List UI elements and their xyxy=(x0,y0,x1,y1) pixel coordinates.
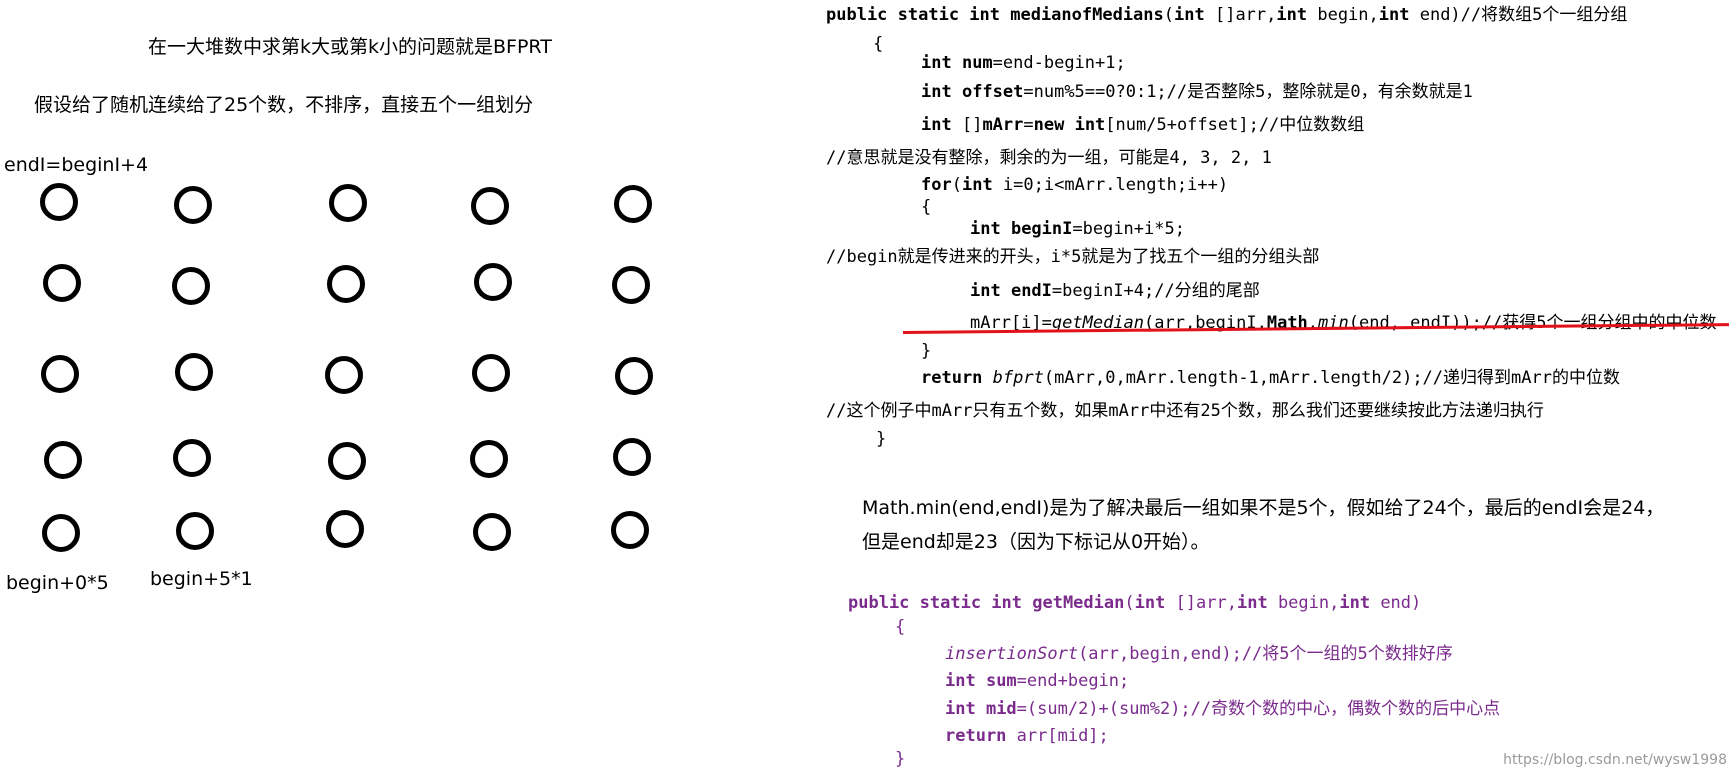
code1-line8: { xyxy=(921,197,932,217)
number-circle xyxy=(175,353,213,391)
code1-line7: for(int i=0;i<mArr.length;i++) xyxy=(921,175,1229,195)
number-circle xyxy=(172,267,210,305)
code1-line16: } xyxy=(876,429,887,449)
begin-label-1: begin+5*1 xyxy=(150,568,253,590)
number-circle xyxy=(470,440,508,478)
number-circle xyxy=(611,511,649,549)
watermark: https://blog.csdn.net/wysw1998 xyxy=(1503,752,1727,768)
number-circle xyxy=(176,512,214,550)
code2-line6: return arr[mid]; xyxy=(945,726,1109,746)
number-circle xyxy=(43,264,81,302)
number-circle xyxy=(615,357,653,395)
code1-line3: int num=end-begin+1; xyxy=(921,53,1126,73)
number-circle xyxy=(472,354,510,392)
code1-line11: int endI=beginI+4;//分组的尾部 xyxy=(970,281,1260,301)
end-label: endI=beginI+4 xyxy=(4,154,149,176)
number-circle xyxy=(329,184,367,222)
code1-line14: return bfprt(mArr,0,mArr.length-1,mArr.l… xyxy=(921,368,1620,388)
code1-line15: //这个例子中mArr只有五个数，如果mArr中还有25个数，那么我们还要继续按… xyxy=(826,401,1544,421)
number-circle xyxy=(174,186,212,224)
code1-line6: //意思就是没有整除，剩余的为一组，可能是4, 3, 2, 1 xyxy=(826,148,1272,168)
code1-line10: //begin就是传进来的开头，i*5就是为了找五个一组的分组头部 xyxy=(826,247,1320,267)
number-circle xyxy=(613,438,651,476)
number-circle xyxy=(614,185,652,223)
number-circle xyxy=(326,510,364,548)
code1-line4: int offset=num%5==0?0:1;//是否整除5，整除就是0，有余… xyxy=(921,82,1473,102)
number-circle xyxy=(328,442,366,480)
code1-line9: int beginI=begin+i*5; xyxy=(970,219,1185,239)
code2-line3: insertionSort(arr,begin,end);//将5个一组的5个数… xyxy=(945,644,1453,664)
number-circle xyxy=(327,265,365,303)
number-circle xyxy=(44,441,82,479)
note-line1: Math.min(end,endI)是为了解决最后一组如果不是5个，假如给了24… xyxy=(862,497,1665,519)
diagram-title: 在一大堆数中求第k大或第k小的问题就是BFPRT xyxy=(148,36,552,58)
begin-label-0: begin+0*5 xyxy=(6,572,109,594)
number-circle xyxy=(41,355,79,393)
number-circle xyxy=(473,513,511,551)
number-circle xyxy=(42,514,80,552)
code2-line7: } xyxy=(895,749,906,769)
number-circle xyxy=(612,266,650,304)
code1-line13: } xyxy=(921,341,932,361)
code1-line1: public static int medianofMedians(int []… xyxy=(826,5,1628,25)
diagram-intro: 假设给了随机连续给了25个数，不排序，直接五个一组划分 xyxy=(34,94,534,116)
code2-line2: { xyxy=(895,617,906,637)
number-circle xyxy=(471,187,509,225)
code2-line1: public static int getMedian(int []arr,in… xyxy=(848,593,1422,613)
number-circle xyxy=(173,439,211,477)
note-line2: 但是end却是23（因为下标记从0开始）。 xyxy=(862,531,1210,553)
number-circle xyxy=(325,356,363,394)
code1-line5: int []mArr=new int[num/5+offset];//中位数数组 xyxy=(921,115,1365,135)
number-circle xyxy=(474,263,512,301)
code1-line2: { xyxy=(873,34,884,54)
code2-line5: int mid=(sum/2)+(sum%2);//奇数个数的中心，偶数个数的后… xyxy=(945,699,1501,719)
number-circle xyxy=(40,183,78,221)
code2-line4: int sum=end+begin; xyxy=(945,671,1130,691)
